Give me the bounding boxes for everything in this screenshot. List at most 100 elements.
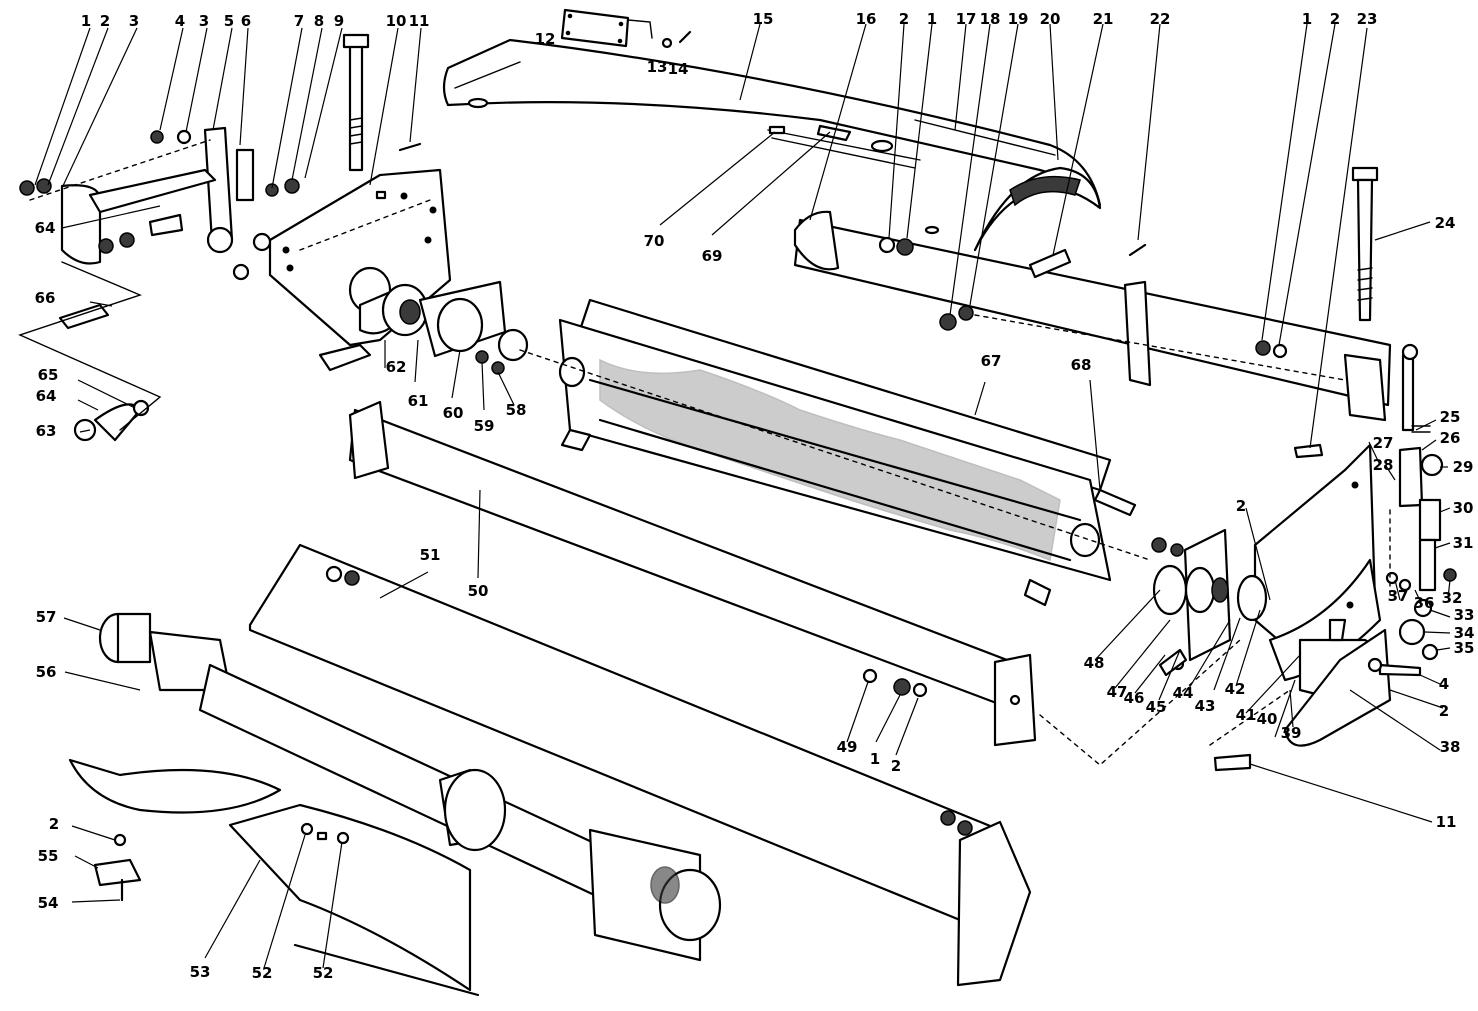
callout-67: 67 — [981, 352, 1002, 370]
callout-57: 57 — [36, 608, 57, 626]
callout-64: 64 — [36, 387, 57, 405]
callout-63: 63 — [36, 422, 57, 440]
callout-35: 35 — [1454, 639, 1475, 657]
skirt-clamp — [93, 833, 142, 902]
callout-30: 30 — [1453, 499, 1474, 517]
callout-27: 27 — [1373, 434, 1394, 452]
callout-61: 61 — [408, 392, 429, 410]
callout-53: 53 — [190, 963, 211, 981]
callout-1: 1 — [1302, 10, 1312, 28]
callout-29: 29 — [1453, 458, 1474, 476]
callout-31: 31 — [1453, 534, 1474, 552]
callout-59: 59 — [474, 417, 495, 435]
callout-14: 14 — [668, 60, 689, 78]
callout-25: 25 — [1440, 408, 1461, 426]
baffle-strip — [767, 124, 921, 169]
rear-roller-tube — [793, 210, 1392, 422]
callout-23: 23 — [1357, 10, 1378, 28]
callout-5: 5 — [224, 12, 234, 30]
callout-50: 50 — [468, 582, 489, 600]
serial-plate — [560, 8, 653, 48]
callout-19: 19 — [1008, 10, 1029, 28]
callout-1: 1 — [870, 750, 880, 768]
callout-16: 16 — [856, 10, 877, 28]
callout-21: 21 — [1093, 10, 1114, 28]
height-adjust-assembly — [1385, 343, 1457, 661]
callout-42: 42 — [1225, 680, 1246, 698]
callout-2: 2 — [1236, 497, 1246, 515]
rear-deflector — [914, 119, 1102, 252]
drive-roller-shaft — [98, 612, 722, 962]
callout-46: 46 — [1124, 689, 1145, 707]
callout-1: 1 — [81, 12, 91, 30]
callout-49: 49 — [837, 738, 858, 756]
callout-52: 52 — [313, 964, 334, 982]
right-fasteners — [1158, 443, 1422, 772]
callout-11: 11 — [1436, 813, 1457, 831]
callout-69: 69 — [702, 247, 723, 265]
callout-9: 9 — [334, 12, 344, 30]
callout-4: 4 — [175, 12, 185, 30]
callout-12: 12 — [535, 30, 556, 48]
callout-15: 15 — [753, 10, 774, 28]
callout-2: 2 — [49, 815, 59, 833]
bedknife-bar — [248, 543, 1032, 987]
callout-34: 34 — [1454, 624, 1475, 642]
callout-1: 1 — [927, 10, 937, 28]
right-adjusting-bolt-24 — [1351, 166, 1379, 322]
left-hardware-cluster — [150, 126, 422, 281]
callout-54: 54 — [38, 894, 59, 912]
callout-2: 2 — [1330, 10, 1340, 28]
callout-48: 48 — [1084, 654, 1105, 672]
left-bearing-housing — [348, 266, 529, 375]
callout-41: 41 — [1236, 706, 1257, 724]
callout-24: 24 — [1435, 214, 1456, 232]
callout-22: 22 — [1150, 10, 1171, 28]
callout-39: 39 — [1281, 724, 1302, 742]
front-roller-tube — [348, 400, 1037, 747]
callout-13: 13 — [647, 58, 668, 76]
callout-40: 40 — [1257, 710, 1278, 728]
callout-66: 66 — [35, 289, 56, 307]
leader-lines — [34, 23, 1451, 969]
reel-assembly — [558, 298, 1137, 607]
callout-44: 44 — [1173, 684, 1194, 702]
right-side-plate — [1253, 443, 1392, 747]
callout-10: 10 — [386, 12, 407, 30]
plate-rivets — [661, 30, 692, 49]
callout-3: 3 — [199, 12, 209, 30]
callout-3: 3 — [129, 12, 139, 30]
callout-8: 8 — [314, 12, 324, 30]
callout-6: 6 — [241, 12, 251, 30]
callout-38: 38 — [1440, 738, 1461, 756]
callout-60: 60 — [443, 404, 464, 422]
callout-26: 26 — [1440, 429, 1461, 447]
left-bearing-plate — [19, 168, 217, 265]
callout-2: 2 — [891, 757, 901, 775]
callout-20: 20 — [1040, 10, 1061, 28]
callout-58: 58 — [506, 401, 527, 419]
assembly-dashed-lines — [29, 139, 1391, 766]
callout-2: 2 — [899, 10, 909, 28]
callout-36: 36 — [1414, 594, 1435, 612]
callout-56: 56 — [36, 663, 57, 681]
callout-47: 47 — [1107, 683, 1128, 701]
left-adjusting-bolt — [342, 33, 370, 172]
right-bearing-housing — [1151, 528, 1268, 671]
callout-37: 37 — [1388, 587, 1409, 605]
hardware-bracket-lines — [18, 261, 162, 431]
callout-51: 51 — [420, 546, 441, 564]
callout-18: 18 — [980, 10, 1001, 28]
callout-2: 2 — [1439, 702, 1449, 720]
callout-28: 28 — [1373, 456, 1394, 474]
callout-2: 2 — [100, 12, 110, 30]
callout-62: 62 — [386, 358, 407, 376]
callout-52: 52 — [252, 964, 273, 982]
callout-68: 68 — [1071, 356, 1092, 374]
callout-33: 33 — [1454, 606, 1475, 624]
callout-7: 7 — [294, 12, 304, 30]
callout-4: 4 — [1439, 675, 1449, 693]
